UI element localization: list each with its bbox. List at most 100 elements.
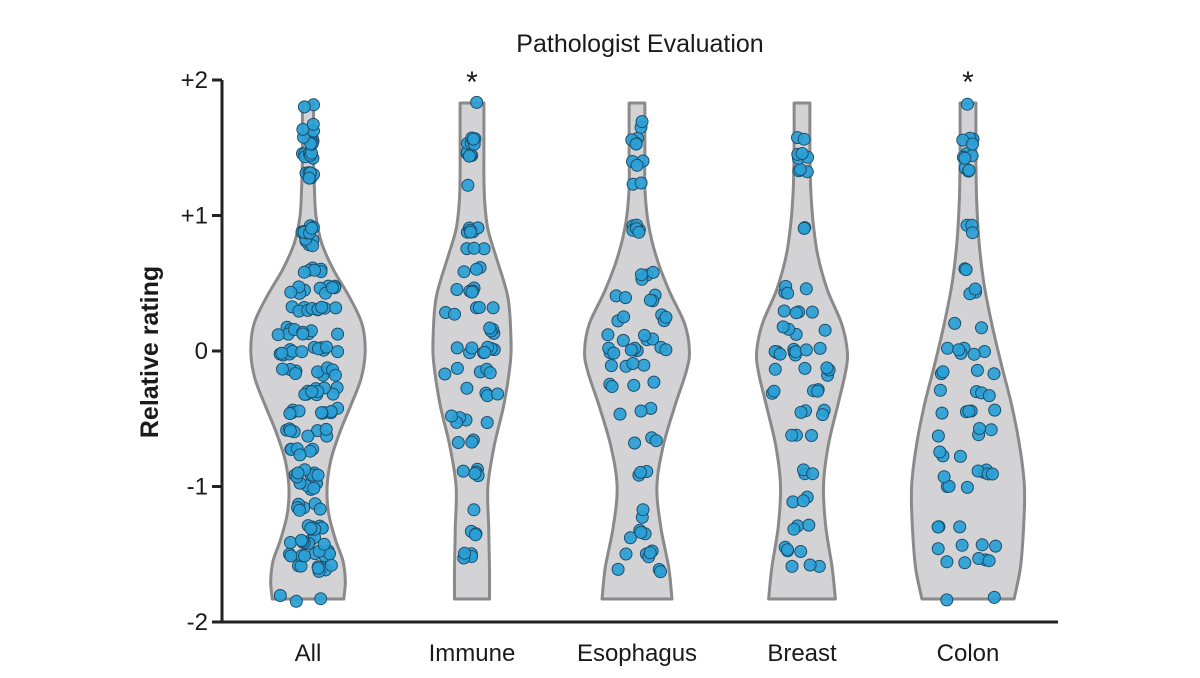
data-point	[613, 407, 627, 421]
data-point	[937, 470, 951, 484]
data-point	[470, 262, 483, 276]
data-point	[465, 435, 479, 449]
data-point	[985, 467, 999, 481]
x-tick-label-immune: Immune	[429, 640, 516, 667]
data-point	[291, 466, 305, 480]
data-point	[605, 380, 619, 393]
data-point	[958, 151, 972, 165]
x-tick-label-all: All	[295, 640, 322, 667]
data-point	[298, 549, 311, 563]
data-point	[326, 387, 340, 401]
data-point	[970, 363, 984, 377]
data-point	[314, 592, 328, 606]
data-point	[632, 225, 646, 239]
data-point	[987, 367, 1001, 381]
data-point	[450, 341, 464, 355]
data-point	[478, 345, 492, 359]
data-point	[486, 301, 500, 315]
data-point	[293, 503, 306, 517]
data-point	[638, 328, 651, 342]
data-point	[972, 552, 986, 565]
data-point	[643, 546, 657, 560]
data-point	[811, 384, 825, 398]
data-point	[966, 137, 979, 151]
data-point	[624, 343, 638, 357]
data-point	[284, 549, 298, 563]
data-point	[296, 122, 310, 136]
data-point	[271, 328, 285, 342]
data-point	[297, 265, 311, 279]
data-point	[470, 95, 484, 109]
data-point	[627, 378, 641, 392]
data-point	[776, 320, 790, 334]
data-point	[293, 448, 307, 462]
data-point	[462, 149, 476, 163]
data-point	[982, 389, 996, 403]
data-point	[315, 406, 328, 420]
data-point	[634, 404, 648, 418]
data-point	[659, 343, 673, 357]
data-point	[789, 345, 803, 359]
y-tick-label: -2	[187, 609, 208, 636]
data-point	[816, 408, 830, 422]
data-point	[987, 590, 1001, 604]
data-point	[940, 555, 954, 569]
data-point	[785, 428, 799, 442]
data-point	[796, 494, 810, 508]
data-point	[975, 538, 989, 552]
data-point	[331, 345, 345, 359]
data-point	[483, 321, 497, 335]
data-point	[306, 117, 320, 131]
data-point	[329, 368, 342, 382]
data-point	[283, 424, 297, 438]
data-point	[805, 305, 819, 319]
data-point	[467, 241, 481, 255]
data-point	[616, 333, 630, 347]
data-point	[276, 362, 289, 376]
data-point	[931, 429, 945, 443]
data-point	[968, 282, 982, 296]
data-point	[933, 383, 947, 397]
data-point	[798, 361, 812, 375]
data-point	[311, 561, 325, 575]
data-point	[988, 403, 1002, 417]
data-point	[619, 291, 632, 305]
data-point	[634, 525, 648, 539]
data-point	[933, 445, 947, 459]
data-point	[795, 147, 809, 160]
data-point	[953, 449, 967, 463]
data-point	[962, 404, 976, 418]
y-tick-label: +1	[181, 203, 208, 230]
data-point	[628, 436, 642, 450]
data-point	[472, 301, 486, 314]
data-point	[966, 226, 979, 240]
data-point	[307, 481, 321, 495]
data-point	[283, 407, 297, 420]
data-point	[329, 301, 343, 315]
data-point	[793, 163, 807, 176]
data-point	[460, 381, 474, 395]
data-point	[654, 565, 667, 579]
data-point	[659, 310, 673, 324]
data-point	[634, 465, 648, 479]
data-point	[799, 282, 813, 296]
data-point	[777, 304, 791, 318]
data-point	[794, 405, 808, 419]
data-point	[952, 343, 966, 357]
data-point	[960, 480, 974, 494]
data-point	[773, 347, 787, 361]
data-point	[935, 406, 949, 420]
data-point	[302, 171, 316, 185]
data-point	[611, 562, 625, 576]
significance-marker: *	[466, 66, 478, 99]
data-point	[649, 434, 663, 448]
data-point	[319, 422, 333, 436]
data-point	[273, 589, 287, 602]
data-point	[311, 468, 325, 482]
data-point	[797, 221, 811, 235]
data-point	[960, 97, 974, 111]
data-point	[940, 593, 954, 607]
data-point	[317, 537, 331, 551]
data-point	[450, 361, 464, 375]
data-point	[967, 347, 981, 361]
